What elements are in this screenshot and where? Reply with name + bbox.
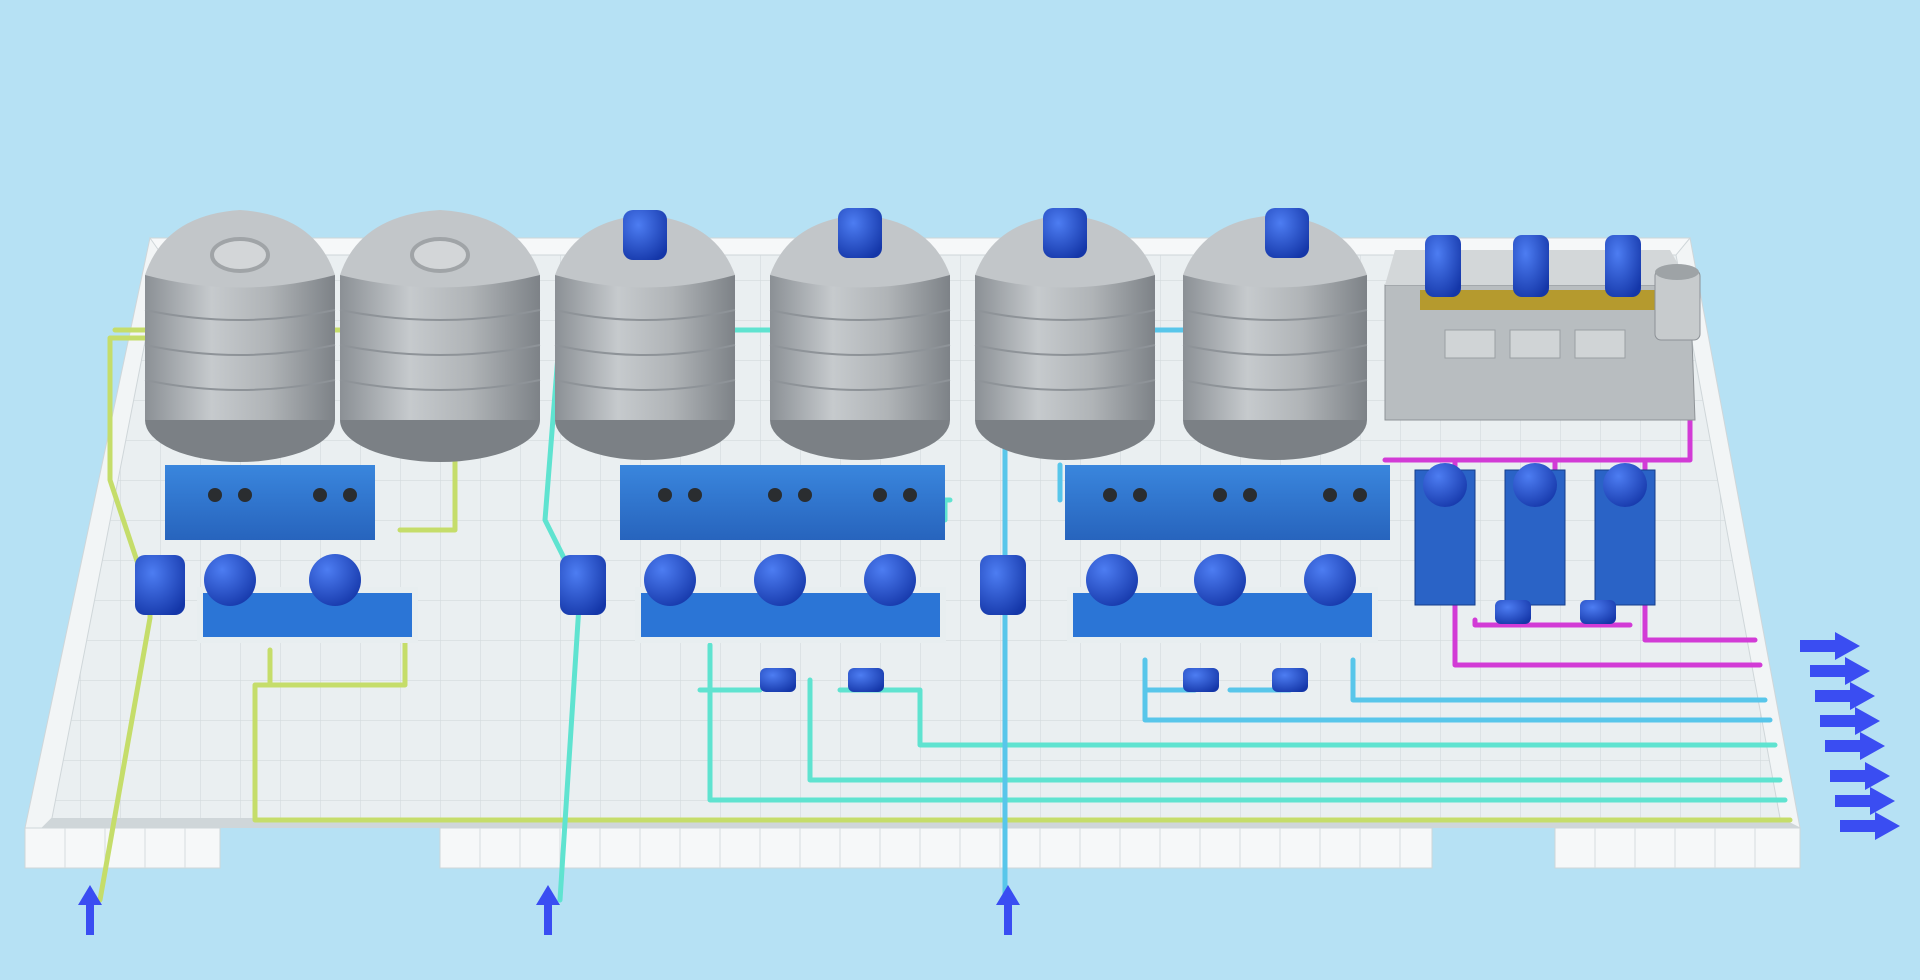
mixer-motor-icon <box>1265 208 1309 258</box>
outlet-arrow-icon <box>1800 632 1860 660</box>
outlet-arrows <box>1800 632 1900 840</box>
pump-motor-icon <box>1086 554 1138 606</box>
tank-6 <box>1182 208 1368 460</box>
dosing-skids <box>135 465 1390 692</box>
feeder-hopper-icon <box>1654 269 1701 341</box>
tank-2 <box>339 210 541 462</box>
tank-4 <box>769 208 951 460</box>
hatch-1 <box>1444 329 1496 359</box>
transfer-pump-icon <box>135 555 185 615</box>
hatch-2 <box>1509 329 1561 359</box>
outlet-arrow-icon <box>1840 812 1900 840</box>
hatch-3 <box>1574 329 1626 359</box>
mixer-motor-icon <box>1425 235 1461 297</box>
manhole-icon <box>210 237 270 273</box>
pump-motor-icon <box>1513 463 1557 507</box>
pump-motor-icon <box>864 554 916 606</box>
inlet-arrow-icon <box>78 885 102 935</box>
skid-2 <box>560 465 946 692</box>
tank-5 <box>974 208 1156 460</box>
dosing-pump-icon <box>1495 600 1531 624</box>
storage-tanks <box>144 208 1368 462</box>
tank-1 <box>144 210 336 462</box>
mixer-motor-icon <box>838 208 882 258</box>
outlet-arrow-icon <box>1820 707 1880 735</box>
outlet-arrow-icon <box>1830 762 1890 790</box>
dosing-pump-icon <box>1580 600 1616 624</box>
skid-3 <box>980 465 1390 692</box>
front-wall-3 <box>1554 827 1801 869</box>
manhole-icon <box>410 237 470 273</box>
pump-motor-icon <box>204 554 256 606</box>
inlet-arrows <box>78 885 1020 935</box>
pump-motor-icon <box>1194 554 1246 606</box>
outlet-arrow-icon <box>1835 787 1895 815</box>
front-wall-2 <box>439 827 1433 869</box>
inlet-arrow-icon <box>536 885 560 935</box>
outlet-arrow-icon <box>1825 732 1885 760</box>
outlet-arrow-icon <box>1815 682 1875 710</box>
inlet-arrow-icon <box>996 885 1020 935</box>
pump-motor-icon <box>309 554 361 606</box>
mixer-motor-icon <box>1043 208 1087 258</box>
pump-motor-icon <box>1423 463 1467 507</box>
dosing-pump-icon <box>1183 668 1219 692</box>
dosing-pump-icon <box>848 668 884 692</box>
front-wall-1 <box>24 827 221 869</box>
dosing-pump-icon <box>1272 668 1308 692</box>
tank-3 <box>554 210 736 460</box>
skid-1 <box>135 465 418 643</box>
polymer-unit <box>1384 235 1701 421</box>
mixer-motor-icon <box>1605 235 1641 297</box>
dosing-pump-icon <box>760 668 796 692</box>
pump-motor-icon <box>754 554 806 606</box>
polymer-pump-bays <box>1414 463 1656 624</box>
pump-motor-icon <box>644 554 696 606</box>
pump-motor-icon <box>1304 554 1356 606</box>
mixer-motor-icon <box>1513 235 1549 297</box>
mixer-motor-icon <box>623 210 667 260</box>
transfer-pump-icon <box>980 555 1026 615</box>
outlet-arrow-icon <box>1810 657 1870 685</box>
pump-motor-icon <box>1603 463 1647 507</box>
transfer-pump-icon <box>560 555 606 615</box>
